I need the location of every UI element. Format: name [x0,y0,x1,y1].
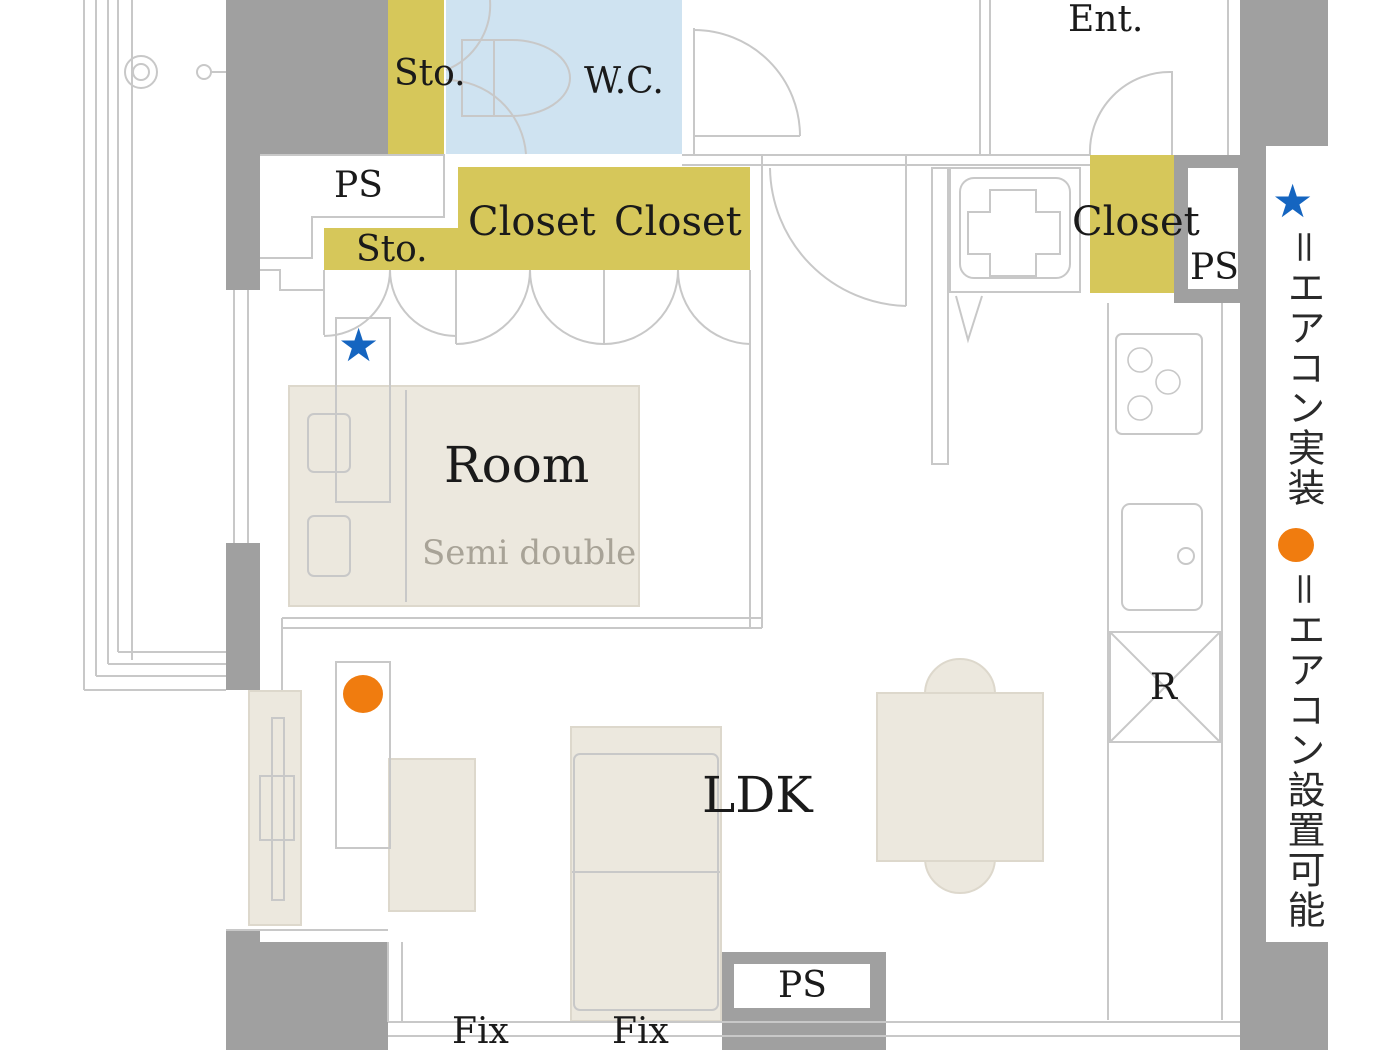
label-room: Room [444,436,590,494]
legend-dot-icon [1278,528,1314,562]
label-storage-left: Sto. [356,229,428,270]
ac-installed-star-icon: ★ [338,318,380,372]
legend-ac-installed-label: ＝エアコン実装 [1281,228,1325,509]
label-ldk: LDK [702,766,813,824]
dining-table [876,692,1044,862]
ps-right-inner [1188,168,1238,289]
label-entrance: Ent. [1068,0,1144,40]
label-fix-1: Fix [452,1011,509,1052]
wall-top-left-column [226,0,388,155]
wall-left-upper [226,155,260,290]
wall-left-mid [226,543,260,690]
label-fix-2: Fix [612,1011,669,1052]
wall-right-top [1240,0,1328,146]
side-table [388,758,476,912]
legend-panel: ★ ＝エアコン実装 ＝エアコン設置可能 [1266,150,1328,942]
storage-top [388,0,444,155]
sofa [570,726,722,1022]
label-ps-top-left: PS [334,165,383,206]
legend-star-icon: ★ [1272,174,1314,228]
wall-bottom-left-block [260,942,388,1050]
wall-right-strip [1240,146,1266,946]
label-refrigerator: R [1150,667,1178,708]
label-ps-bottom: PS [778,965,827,1006]
label-closet-2: Closet [614,199,742,245]
wc-room [446,0,682,154]
label-ps-right: PS [1190,247,1239,288]
label-wc: W.C. [584,61,664,102]
label-closet-1: Closet [468,199,596,245]
label-storage-top: Sto. [394,53,466,94]
ac-possible-dot-icon [343,675,383,713]
label-closet-right: Closet [1072,199,1200,245]
closet-right-fill [1090,155,1174,293]
storage-left [324,228,458,270]
legend-ac-possible-label: ＝エアコン設置可能 [1281,570,1325,931]
closet-2-fill [604,167,750,270]
label-bed-size: Semi double [422,533,637,573]
ps-bottom-inner [734,964,870,1008]
bed [288,385,640,607]
wall-bottom-left-column [226,930,260,1050]
closet-1-fill [458,167,604,270]
